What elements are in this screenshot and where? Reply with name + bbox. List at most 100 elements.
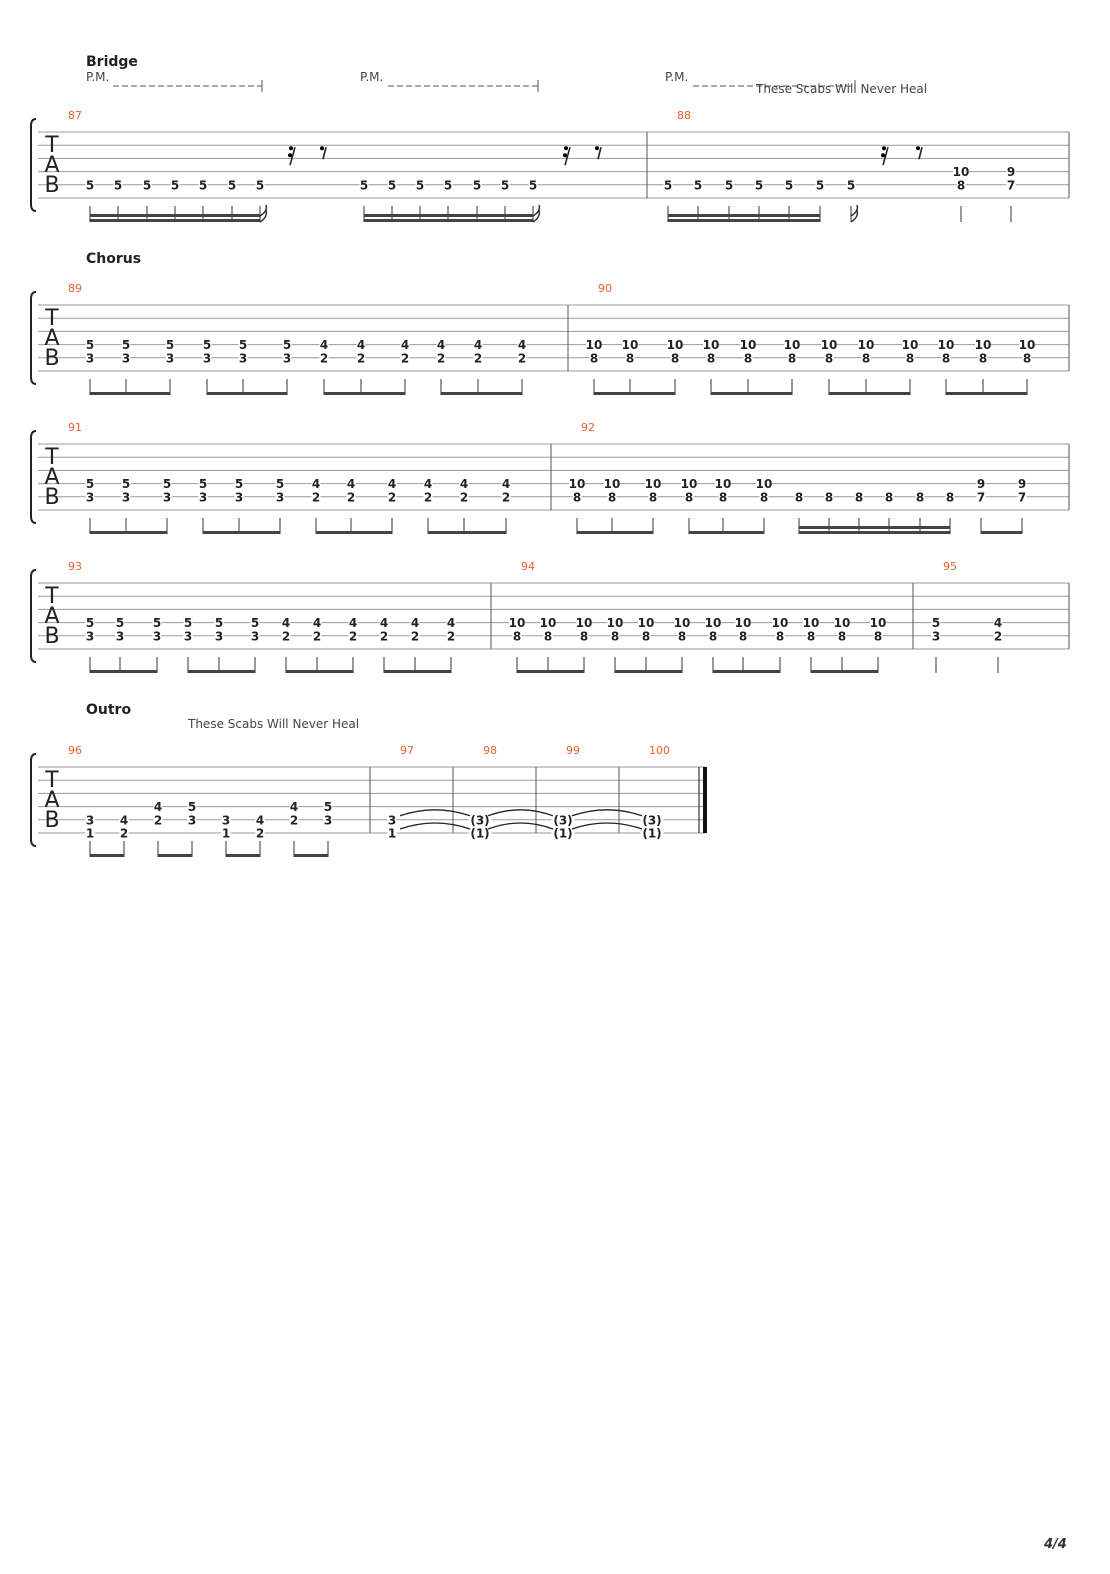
rest-dot <box>595 146 599 151</box>
fret-bg <box>941 351 951 364</box>
fret-bg <box>1019 338 1035 351</box>
tab-clef-letter: T <box>44 584 59 609</box>
beam-secondary <box>90 214 260 217</box>
fret-number: 5 <box>215 616 223 630</box>
beam <box>829 392 910 395</box>
fret-bg <box>551 827 575 839</box>
beam <box>517 670 584 673</box>
fret-bg <box>459 477 469 490</box>
fret-number: 2 <box>290 813 298 827</box>
fret-bg <box>501 490 511 503</box>
fret-bg <box>622 338 638 351</box>
fret-bg <box>121 477 131 490</box>
fret-number: 10 <box>638 616 655 630</box>
fret-number: 2 <box>994 629 1002 643</box>
fret-bg <box>85 629 95 642</box>
fret-number: 4 <box>320 338 328 352</box>
measure-number: 94 <box>521 560 535 573</box>
fret-bg <box>735 616 751 629</box>
palm-mute-label-2: P.M. <box>360 70 384 84</box>
beam <box>207 392 287 395</box>
tab-clef-letter: B <box>44 808 59 833</box>
rest-dot <box>288 153 292 158</box>
fret-number: 3 <box>188 813 196 827</box>
fret-number: 5 <box>228 178 236 192</box>
fret-number: 5 <box>203 338 211 352</box>
fret-bg <box>858 338 874 351</box>
tab-clef-letter: B <box>44 624 59 649</box>
beam-secondary <box>668 214 820 217</box>
tab-clef-letter: A <box>44 326 59 351</box>
tab-clef-letter: A <box>44 153 59 178</box>
fret-number: 10 <box>938 338 955 352</box>
eighth-rest <box>918 147 923 160</box>
fret-bg <box>976 477 986 490</box>
fret-number: 3 <box>86 813 94 827</box>
fret-bg <box>604 477 620 490</box>
fret-number: 8 <box>580 629 588 643</box>
lyric-outro: These Scabs Will Never Heal <box>188 717 360 731</box>
tie-arc <box>571 809 643 817</box>
beam <box>811 670 878 673</box>
lyric-bridge: These Scabs Will Never Heal <box>756 82 928 96</box>
beam-secondary <box>799 526 950 529</box>
fret-number: 10 <box>858 338 875 352</box>
fret-number: 10 <box>772 616 789 630</box>
fret-number: 5 <box>122 477 130 491</box>
rest-dot <box>882 146 886 151</box>
palm-mute-label-3: P.M. <box>665 70 689 84</box>
fret-bg <box>255 827 265 839</box>
fret-number: 8 <box>544 629 552 643</box>
fret-number: 2 <box>313 629 321 643</box>
fret-number: 10 <box>509 616 526 630</box>
fret-bg <box>472 178 482 191</box>
fret-bg <box>931 616 941 629</box>
fret-number: 8 <box>707 351 715 365</box>
fret-number: 2 <box>120 827 128 841</box>
beam <box>90 531 167 534</box>
fret-bg <box>681 477 697 490</box>
fret-bg <box>423 490 433 503</box>
fret-bg <box>915 490 925 503</box>
fret-number: 3 <box>122 490 130 504</box>
system-bracket <box>30 430 37 524</box>
tie-arc <box>487 809 554 817</box>
beam <box>226 854 260 857</box>
fret-bg <box>756 477 772 490</box>
fret-bg <box>183 629 193 642</box>
beam <box>286 670 353 673</box>
fret-number: 5 <box>416 178 424 192</box>
fret-number: 4 <box>474 338 482 352</box>
beam <box>428 531 506 534</box>
fret-bg <box>1022 351 1032 364</box>
fret-number: 8 <box>739 629 747 643</box>
fret-number: 4 <box>437 338 445 352</box>
system-bracket <box>30 118 37 212</box>
final-barline <box>703 767 707 833</box>
fret-bg <box>706 351 716 364</box>
fret-bg <box>803 616 819 629</box>
fret-number: 4 <box>447 616 455 630</box>
fret-bg <box>743 351 753 364</box>
fret-bg <box>238 338 248 351</box>
beam <box>594 392 675 395</box>
fret-number: 3 <box>932 629 940 643</box>
fret-number: 9 <box>1018 477 1026 491</box>
fret-number: 8 <box>957 178 965 192</box>
fret-number: 4 <box>518 338 526 352</box>
fret-number: 4 <box>313 616 321 630</box>
fret-bg <box>152 616 162 629</box>
fret-bg <box>607 490 617 503</box>
fret-number: 7 <box>1007 178 1015 192</box>
fret-bg <box>85 351 95 364</box>
fret-number: 4 <box>357 338 365 352</box>
fret-number: 5 <box>122 338 130 352</box>
tab-clef-letter: B <box>44 346 59 371</box>
fret-number: 3 <box>153 629 161 643</box>
fret-bg <box>282 351 292 364</box>
fret-bg <box>884 490 894 503</box>
fret-number: 4 <box>349 616 357 630</box>
fret-number: 8 <box>642 629 650 643</box>
fret-number: 10 <box>604 477 621 491</box>
fret-bg <box>854 490 864 503</box>
